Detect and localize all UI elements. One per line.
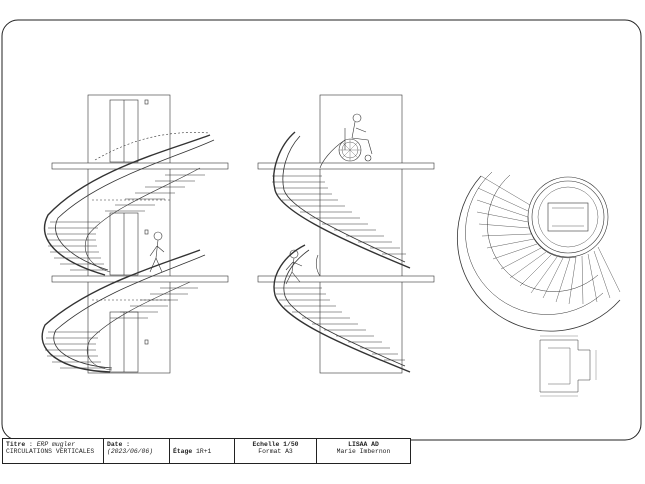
etage-cell: Étage 1R+1 — [170, 439, 235, 463]
titre-label: Titre — [6, 441, 26, 448]
title-block: Titre : ERP mugler CIRCULATIONS VERTICAL… — [2, 438, 411, 464]
date-value: (2023/06/06) — [107, 448, 154, 455]
date-label: Date : — [107, 441, 131, 448]
etage-value: 1R+1 — [196, 447, 212, 455]
author-name: Marie Imbernon — [336, 448, 391, 455]
stair-plan-view — [457, 171, 621, 332]
date-cell: Date : (2023/06/06) — [104, 439, 170, 463]
scale-cell: Echelle 1/50 Format A3 — [235, 439, 317, 463]
detail-diagram — [539, 335, 597, 397]
subtitle: CIRCULATIONS VERTICALES — [6, 448, 95, 455]
titre-value: ERP mugler — [36, 441, 76, 448]
middle-stair-elevation — [257, 94, 435, 374]
left-stair-elevation — [41, 94, 229, 374]
sheet-border — [1, 19, 642, 441]
scale-value: Echelle 1/50 — [252, 441, 299, 448]
etage-label: Étage — [173, 447, 193, 455]
title-cell: Titre : ERP mugler CIRCULATIONS VERTICAL… — [3, 439, 104, 463]
format-value: Format A3 — [258, 448, 293, 455]
author-cell: LISAA AD Marie Imbernon — [317, 439, 410, 463]
school-name: LISAA AD — [348, 441, 379, 448]
